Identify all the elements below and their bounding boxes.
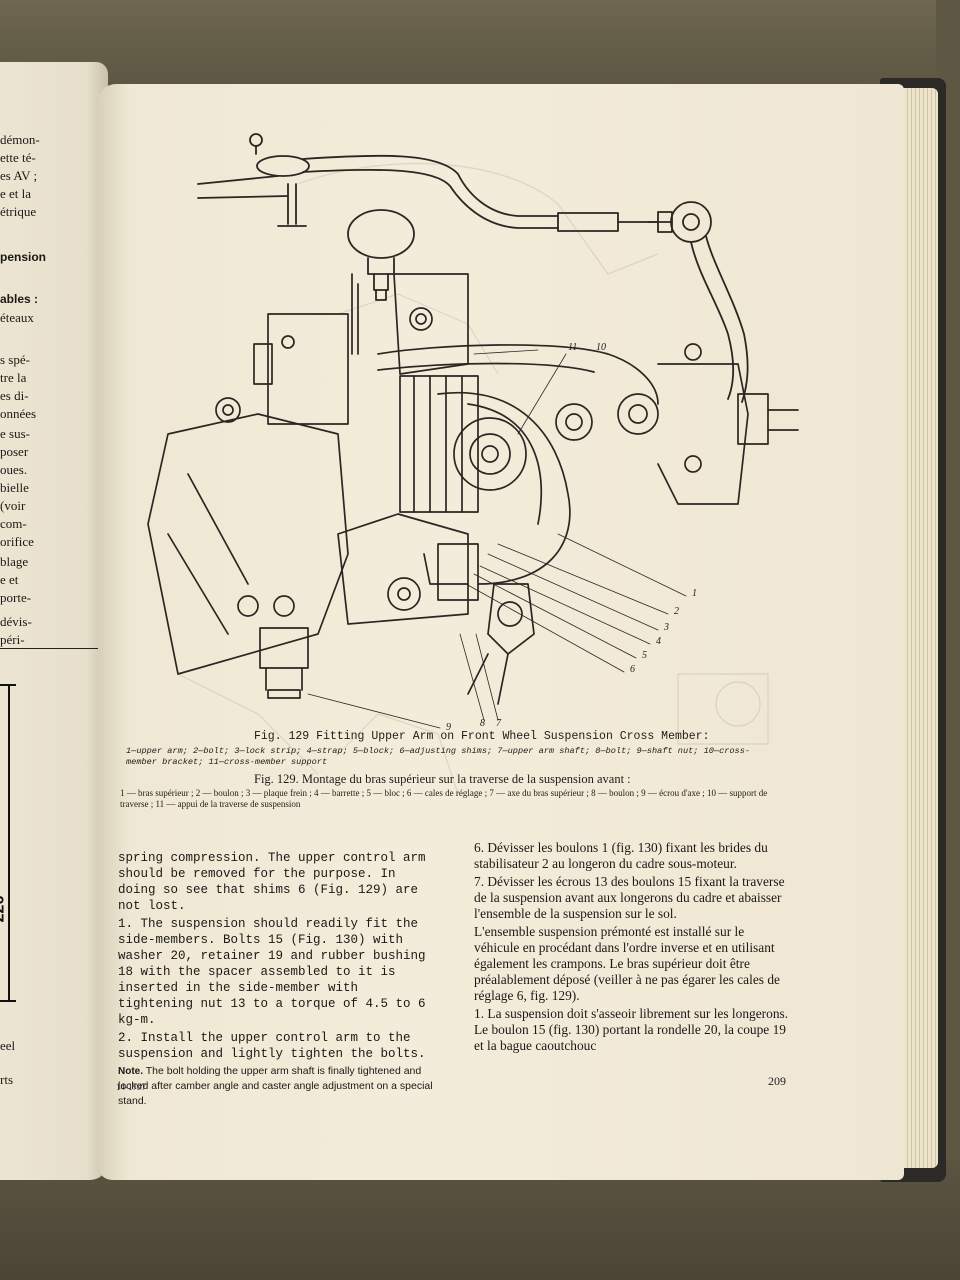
callout-10: 10 bbox=[596, 342, 606, 353]
fr-paragraph-3: L'ensemble suspension prémonté est insta… bbox=[474, 924, 780, 1003]
left-page-line: porte- bbox=[0, 590, 32, 605]
left-page-line: es AV ; bbox=[0, 168, 38, 183]
callout-4: 4 bbox=[656, 636, 661, 647]
note-label: Note. bbox=[118, 1066, 143, 1077]
left-page-line: blage bbox=[0, 554, 29, 569]
dimension-tick-bottom bbox=[0, 1000, 16, 1002]
french-column: 6. Dévisser les boulons 1 (fig. 130) fix… bbox=[474, 840, 790, 1056]
en-note: Note. The bolt holding the upper arm sha… bbox=[118, 1064, 440, 1109]
left-page-line: orifice bbox=[0, 534, 34, 549]
left-page-line: ette té- bbox=[0, 150, 36, 165]
main-assembly bbox=[147, 273, 799, 705]
left-page-line: péri- bbox=[0, 632, 25, 647]
fr-paragraph-2: 7. Dévisser les écrous 13 des boulons 15… bbox=[474, 874, 785, 921]
background-bottom bbox=[0, 1160, 960, 1280]
callout-9: 9 bbox=[446, 722, 451, 733]
callout-6: 6 bbox=[630, 664, 635, 675]
left-page-line: pension bbox=[0, 250, 47, 264]
caption-en-legend: 1—upper arm; 2—bolt; 3—lock strip; 4—str… bbox=[126, 746, 751, 767]
footer-code: 14-1797 bbox=[116, 1082, 146, 1092]
callout-5: 5 bbox=[642, 650, 647, 661]
left-page-line: tre la bbox=[0, 370, 27, 385]
callout-7: 7 bbox=[496, 718, 502, 729]
page-number: 209 bbox=[768, 1074, 786, 1088]
left-page-line: onnées bbox=[0, 406, 37, 421]
left-page: 226 démon-ette té-es AV ; e et la étrique p… bbox=[0, 62, 108, 1180]
left-page-line: es di- bbox=[0, 388, 29, 403]
tie-rod bbox=[197, 133, 749, 403]
callout-11: 11 bbox=[568, 342, 577, 353]
callout-2: 2 bbox=[674, 606, 679, 617]
note-text: The bolt holding the upper arm shaft is … bbox=[118, 1065, 433, 1107]
left-page-line: bielle bbox=[0, 480, 29, 495]
caption-en-title: Fig. 129 Fitting Upper Arm on Front Whee… bbox=[254, 730, 710, 743]
shock-body bbox=[347, 209, 415, 301]
left-page-line: e sus- bbox=[0, 426, 30, 441]
en-paragraph-1: spring compression. The upper control ar… bbox=[118, 851, 426, 913]
left-page-line: dévis- bbox=[0, 614, 32, 629]
left-page-line: éteaux bbox=[0, 310, 34, 325]
dimension-label: 226 bbox=[0, 895, 8, 923]
left-page-line: oues. bbox=[0, 462, 28, 477]
fr-paragraph-1: 6. Dévisser les boulons 1 (fig. 130) fix… bbox=[474, 840, 768, 871]
fr-paragraph-4: 1. La suspension doit s'asseoir libremen… bbox=[474, 1006, 789, 1053]
left-page-line: rts bbox=[0, 1072, 13, 1087]
english-column: spring compression. The upper control ar… bbox=[118, 850, 440, 1111]
caption-fr-legend: 1 — bras supérieur ; 2 — boulon ; 3 — pl… bbox=[120, 788, 768, 809]
leader-lines bbox=[307, 349, 687, 729]
left-page-line: e et bbox=[0, 572, 19, 587]
left-page-line: étrique bbox=[0, 204, 37, 219]
ghost-image bbox=[177, 162, 769, 794]
left-page-line: com- bbox=[0, 516, 27, 531]
left-page-line: démon- bbox=[0, 132, 40, 147]
left-page-line: s spé- bbox=[0, 352, 30, 367]
caption-fr-title: Fig. 129. Montage du bras supérieur sur … bbox=[254, 772, 631, 786]
left-page-line: e et la bbox=[0, 186, 32, 201]
callout-3: 3 bbox=[663, 622, 669, 633]
en-paragraph-2: 1. The suspension should readily fit the… bbox=[118, 917, 426, 1027]
dimension-line bbox=[8, 684, 10, 1002]
left-page-line: eel bbox=[0, 1038, 16, 1053]
left-page-line: poser bbox=[0, 444, 29, 459]
callout-8: 8 bbox=[480, 718, 485, 729]
left-page-line: (voir bbox=[0, 498, 26, 513]
en-paragraph-3: 2. Install the upper control arm to the … bbox=[118, 1031, 426, 1061]
callout-1: 1 bbox=[692, 588, 697, 599]
left-page-line: ables : bbox=[0, 292, 39, 306]
left-page-rule bbox=[0, 648, 106, 649]
